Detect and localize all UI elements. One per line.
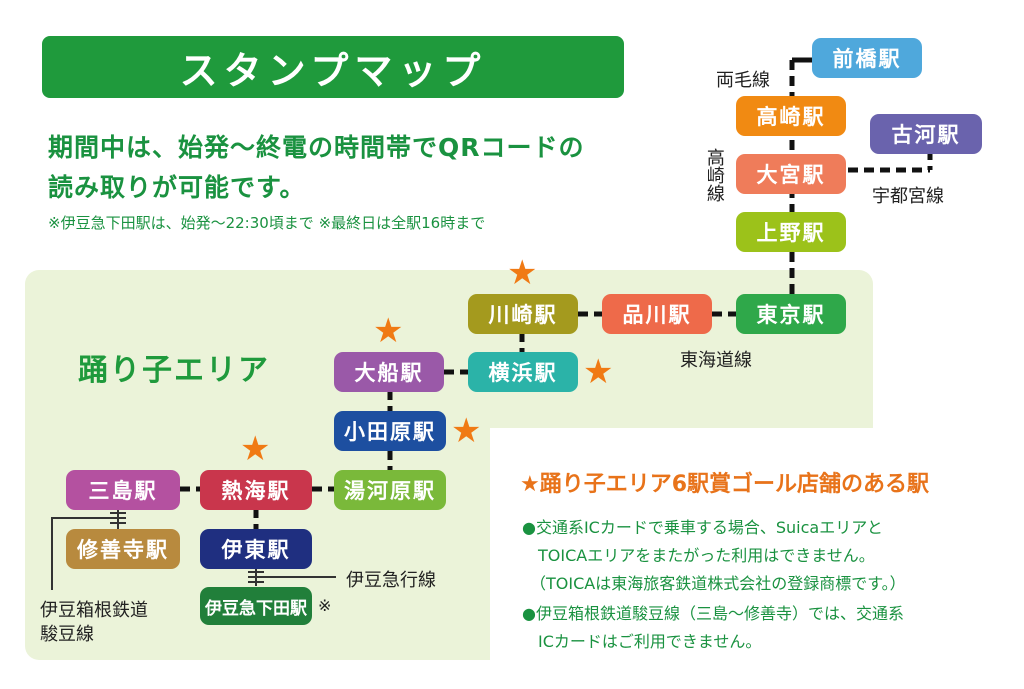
station-ueno[interactable]: 上野駅 [736, 212, 846, 252]
note-line-2: TOICAエリアをまたがった利用はできません。 [538, 546, 875, 565]
station-kawasaki[interactable]: 川崎駅 [468, 294, 578, 334]
note-line-3: （TOICAは東海旅客鉄道株式会社の登録商標です。） [530, 574, 906, 593]
station-izukyu-shimoda[interactable]: 伊豆急下田駅 [200, 587, 312, 625]
intro-text-line2: 読み取りが可能です。 [48, 173, 306, 202]
star-icon-atami: ★ [240, 429, 271, 469]
star-icon-kawasaki: ★ [507, 253, 538, 293]
note-line-4: ●伊豆箱根鉄道駿豆線（三島～修善寺）では、交通系 [522, 604, 904, 623]
station-tokyo[interactable]: 東京駅 [736, 294, 846, 334]
station-maebashi[interactable]: 前橋駅 [812, 38, 922, 78]
line-label-utsunomiya: 宇都宮線 [872, 186, 944, 207]
station-koga[interactable]: 古河駅 [870, 114, 982, 154]
station-yokohama[interactable]: 横浜駅 [468, 352, 578, 392]
star-icon-yokohama: ★ [583, 352, 614, 392]
legend-text: 踊り子エリア6駅賞ゴール店舗のある駅 [539, 472, 930, 497]
intro-note: ※伊豆急下田駅は、始発～22:30頃まで ※最終日は全駅16時まで [48, 214, 486, 232]
star-icon-odawara: ★ [451, 411, 482, 451]
star-icon-ofuna: ★ [373, 311, 404, 351]
station-atami[interactable]: 熱海駅 [200, 470, 312, 510]
note-line-1: ●交通系ICカードで乗車する場合、Suicaエリアと [522, 518, 883, 537]
note-line-5: ICカードはご利用できません。 [538, 632, 762, 651]
station-shuzenji[interactable]: 修善寺駅 [66, 529, 180, 569]
line-label-ryomo: 両毛線 [716, 70, 770, 91]
intro-text-line1: 期間中は、始発～終電の時間帯でQRコードの [48, 133, 585, 162]
line-label-izuhakone-2: 駿豆線 [40, 624, 94, 645]
station-yugawara[interactable]: 湯河原駅 [334, 470, 446, 510]
page-title: スタンプマップ [42, 36, 624, 98]
line-label-izuhakone-1: 伊豆箱根鉄道 [40, 600, 148, 621]
shimoda-note-mark: ※ [318, 596, 332, 615]
station-mishima[interactable]: 三島駅 [66, 470, 180, 510]
station-odawara[interactable]: 小田原駅 [334, 411, 446, 451]
line-label-tokaido: 東海道線 [680, 350, 752, 371]
station-takasaki[interactable]: 高崎駅 [736, 96, 846, 136]
star-icon-legend: ★ [520, 472, 540, 497]
station-shinagawa[interactable]: 品川駅 [602, 294, 712, 334]
area-cutout [490, 428, 1024, 689]
odoriko-area-title: 踊り子エリア [78, 353, 270, 388]
legend-title: ★踊り子エリア6駅賞ゴール店舗のある駅 [520, 466, 929, 498]
station-ofuna[interactable]: 大船駅 [334, 352, 444, 392]
station-ito[interactable]: 伊東駅 [200, 529, 312, 569]
line-label-izukyu: 伊豆急行線 [346, 570, 436, 591]
line-label-takasaki: 高崎線 [703, 148, 725, 202]
station-omiya[interactable]: 大宮駅 [736, 154, 846, 194]
izuhakone-leader-line [51, 517, 118, 590]
